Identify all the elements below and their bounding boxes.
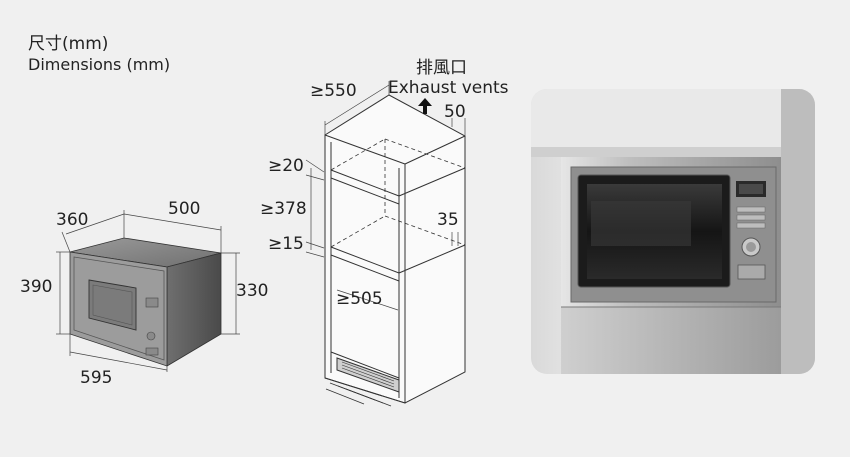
shelf-bottom-clearance-label: ≥15 [268, 234, 304, 254]
diagram-heading: 尺寸(mm) Dimensions (mm) [28, 34, 170, 75]
appliance-bottom-width-label: 595 [80, 368, 112, 388]
cabinet-drawing [305, 81, 466, 407]
cabinet-opening-height-label: ≥378 [260, 199, 307, 219]
side-gap-label: 35 [437, 210, 459, 230]
cabinet-width-label: ≥550 [310, 81, 357, 101]
installed-oven-photo [531, 89, 815, 374]
appliance-height-right-label: 330 [236, 281, 268, 301]
exhaust-label-english: Exhaust vents [388, 78, 509, 98]
appliance-depth-label: 360 [56, 210, 88, 230]
exhaust-label-chinese: 排風口 [416, 58, 467, 78]
cabinet-depth-label: ≥505 [336, 289, 383, 309]
heading-chinese: 尺寸(mm) [28, 34, 109, 54]
shelf-top-clearance-label: ≥20 [268, 156, 304, 176]
cabinet-gap-top-label: 50 [444, 102, 466, 122]
appliance-drawing: 360 500 390 330 595 [20, 199, 268, 388]
appliance-height-left-label: 390 [20, 277, 52, 297]
appliance-width-label: 500 [168, 199, 200, 219]
heading-english: Dimensions (mm) [28, 55, 171, 74]
